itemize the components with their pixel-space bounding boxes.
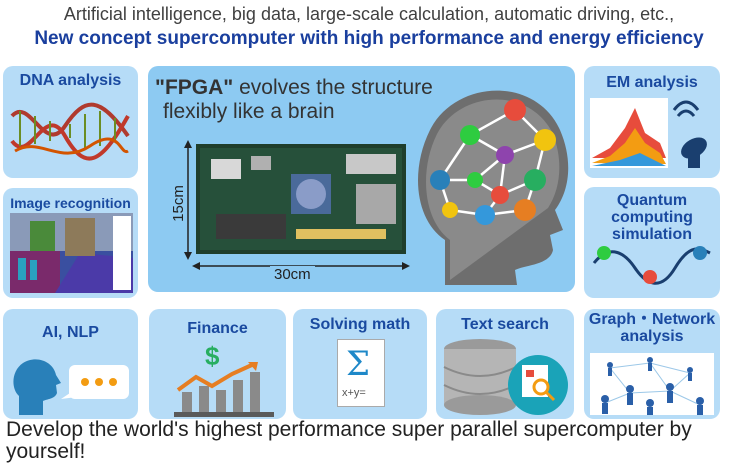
image-recognition-title: Image recognition: [10, 195, 131, 211]
graph-network-title: Graph・Network analysis: [588, 311, 716, 345]
ai-nlp-card: AI, NLP: [3, 309, 138, 419]
network-people-icon: [590, 353, 714, 415]
em-analysis-title: EM analysis: [606, 74, 698, 91]
header-line-1: Artificial intelligence, big data, large…: [63, 4, 675, 24]
brain-head-icon: [418, 90, 569, 285]
fpga-title-line2: flexibly like a brain: [163, 100, 335, 123]
header-line-2: New concept supercomputer with high perf…: [34, 28, 704, 49]
solving-math-card: Solving math Σ x+y=: [293, 309, 427, 419]
dna-analysis-card: DNA analysis: [3, 66, 138, 178]
em-spectrum-icon: [590, 98, 707, 168]
height-label: 15cm: [169, 185, 187, 222]
width-label: 30cm: [270, 266, 315, 283]
solving-math-title: Solving math: [309, 316, 411, 333]
quantum-title: Quantum computing simulation: [611, 192, 693, 243]
dna-helix-icon: [10, 102, 130, 161]
dimension-arrows: [184, 140, 410, 270]
image-recognition-card: Image recognition: [3, 188, 138, 298]
fpga-title-rest: evolves the structure: [233, 76, 433, 99]
dna-analysis-title: DNA analysis: [19, 72, 122, 89]
fpga-board-image: [196, 144, 406, 254]
speaking-person-icon: [13, 359, 129, 415]
fpga-title: "FPGA" evolves the structure flexibly li…: [155, 76, 433, 124]
quantum-card: Quantum computing simulation: [584, 187, 720, 298]
finance-card: Finance $: [149, 309, 286, 419]
ai-nlp-title: AI, NLP: [42, 324, 99, 341]
dollar-icon: $: [205, 341, 220, 371]
rising-chart-icon: [174, 362, 274, 417]
em-analysis-card: EM analysis: [584, 66, 720, 178]
graph-network-card: Graph・Network analysis: [584, 309, 720, 419]
fpga-title-bold: "FPGA": [155, 76, 234, 99]
text-search-card: Text search: [436, 309, 574, 419]
database-search-icon: [443, 339, 568, 415]
equation-label: x+y=: [342, 387, 366, 399]
finance-title: Finance: [187, 320, 248, 337]
math-notebook-icon: Σ x+y=: [337, 339, 385, 407]
street-segmentation-image: [10, 213, 133, 293]
text-search-title: Text search: [461, 316, 549, 333]
quantum-wave-icon: [592, 246, 711, 285]
sigma-icon: Σ: [346, 344, 371, 384]
footer-text: Develop the world's highest performance …: [6, 418, 692, 463]
